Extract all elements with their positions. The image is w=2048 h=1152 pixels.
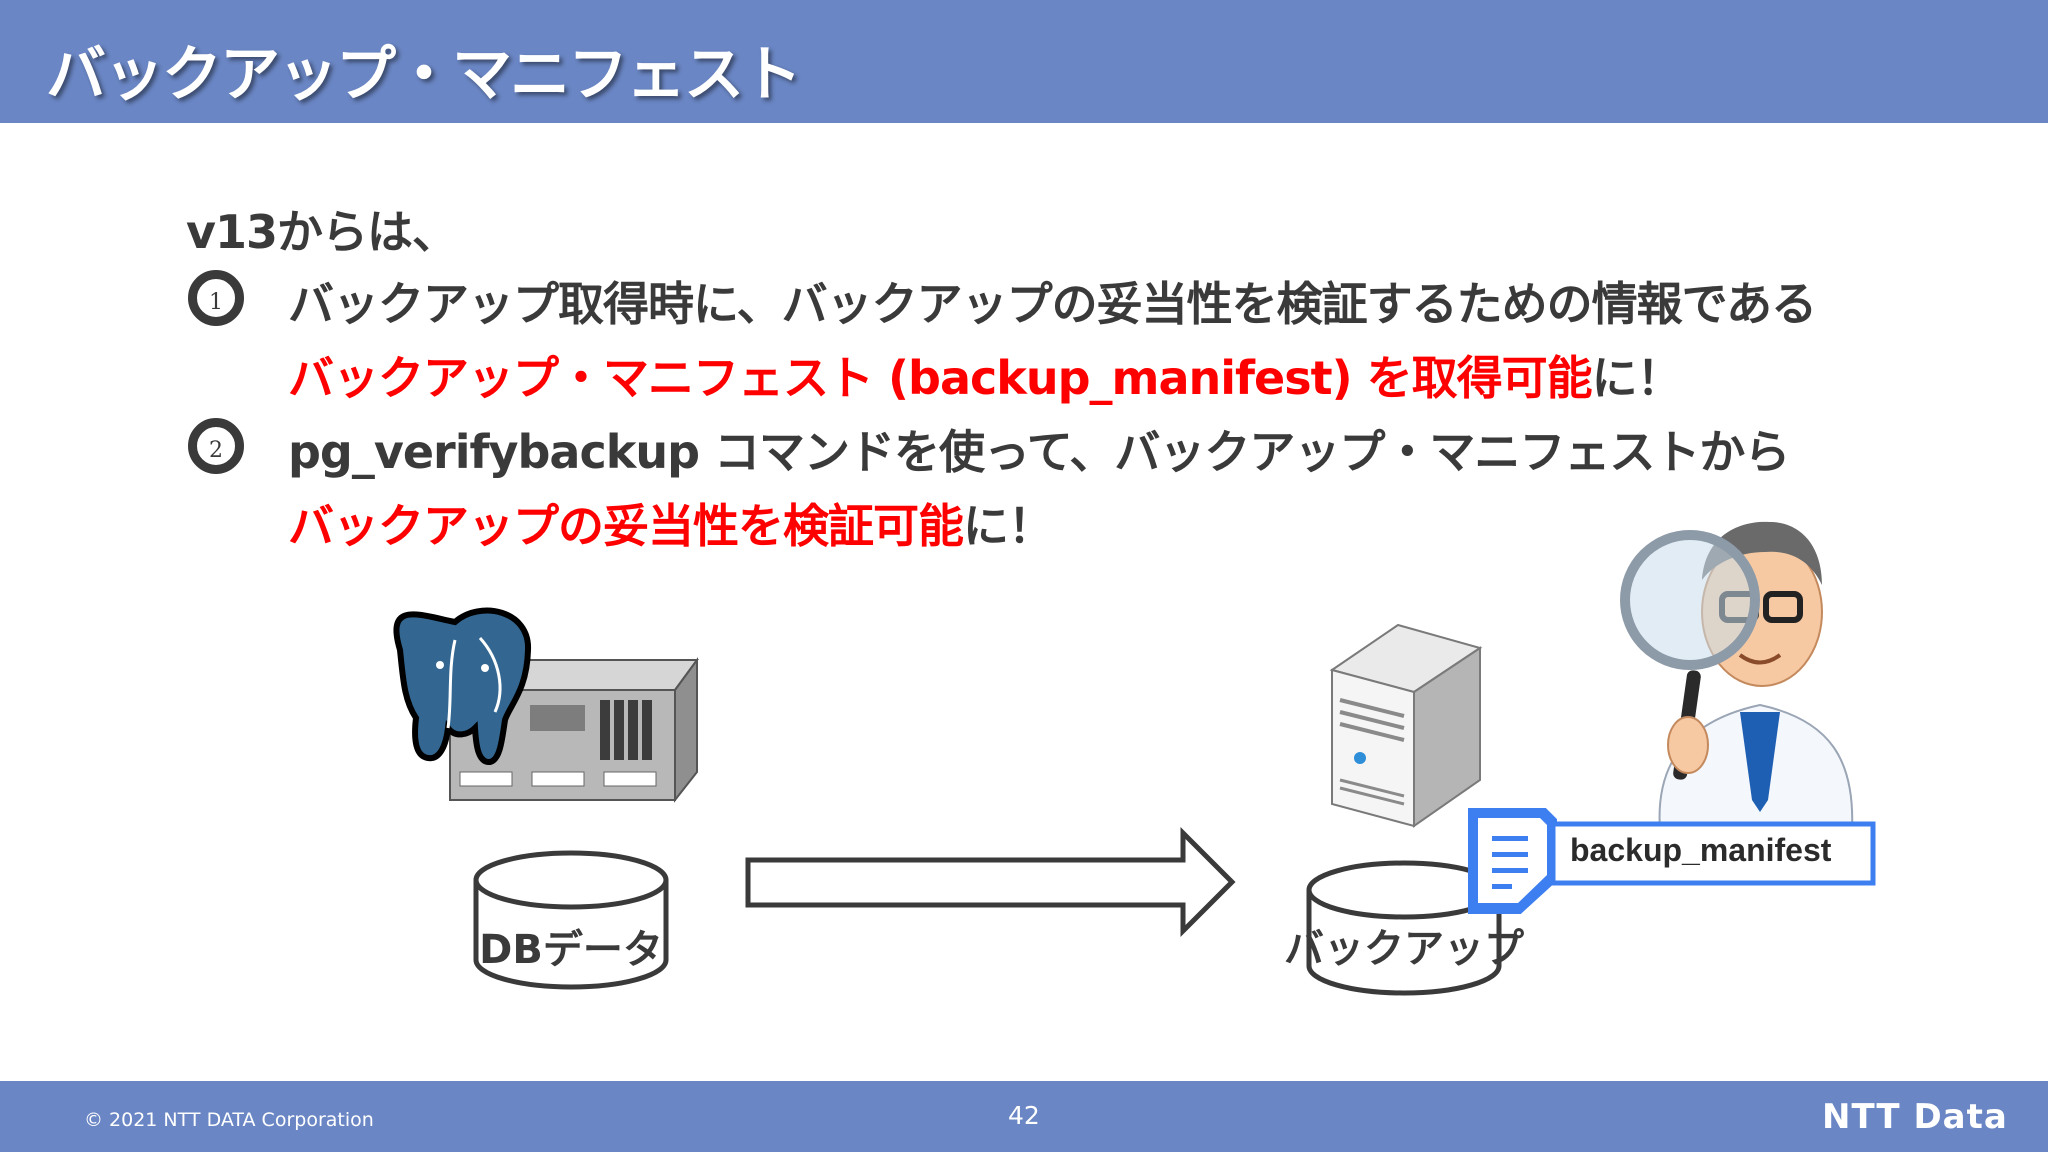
ntt-data-logo: NTT Data	[1822, 1097, 2008, 1137]
backup-server-icon	[1329, 623, 1483, 828]
number-circle-2: 2	[188, 418, 244, 474]
db-data-disk: DBデータ	[473, 850, 669, 990]
inspector-person-icon	[1620, 521, 1854, 831]
intro-text: v13からは、	[186, 205, 458, 259]
postgresql-elephant-icon	[393, 607, 532, 765]
item1-highlight: バックアップ・マニフェスト (backup_manifest) を取得可能	[288, 351, 1593, 405]
backup-diagram: DBデータ バックアップ	[393, 521, 1876, 996]
copyright-text: © 2021 NTT DATA Corporation	[84, 1109, 374, 1131]
item1-line1: バックアップ取得時に、バックアップの妥当性を検証するための情報である	[288, 277, 1817, 331]
db-data-label: DBデータ	[479, 927, 663, 973]
slide-header: バックアップ・マニフェスト	[0, 0, 2048, 123]
item1-tail: に！	[1591, 351, 1683, 405]
item1-line2: バックアップ・マニフェスト (backup_manifest) を取得可能に！	[288, 342, 1683, 408]
backup-label: バックアップ	[1284, 926, 1524, 972]
number-1: 1	[209, 290, 223, 315]
backup-disk: バックアップ	[1284, 860, 1524, 996]
page-number: 42	[1008, 1101, 1040, 1130]
slide-footer: © 2021 NTT DATA Corporation 42 NTT Data	[0, 1081, 2048, 1152]
manifest-callout	[1550, 821, 1876, 886]
item2-tail: に！	[963, 499, 1054, 553]
manifest-label: backup_manifest	[1570, 832, 1832, 868]
number-2: 2	[209, 438, 223, 463]
item2-line2: バックアップの妥当性を検証可能に！	[288, 490, 1054, 556]
document-icon	[1468, 808, 1557, 914]
slide-title: バックアップ・マニフェスト	[46, 40, 802, 110]
item2-highlight: バックアップの妥当性を検証可能	[288, 499, 964, 553]
item2-line1: pg_verifybackup コマンドを使って、バックアップ・マニフェストから	[288, 425, 1790, 479]
number-circle-1: 1	[188, 270, 244, 326]
transfer-arrow	[745, 826, 1236, 938]
